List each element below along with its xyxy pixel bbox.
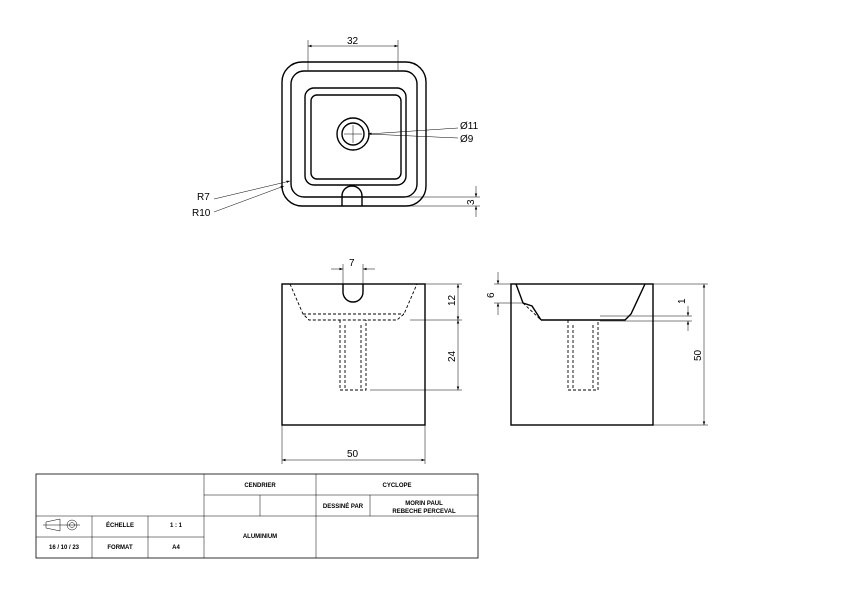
dim-overall-width: 50 [347, 449, 359, 460]
drawn-by-label: DESSINÉ PAR [323, 502, 364, 510]
front-cup-section [289, 283, 418, 321]
cup-outline-outer [304, 87, 407, 186]
side-view: 6 1 50 [486, 272, 708, 426]
dim-radius-outer: R10 [192, 208, 211, 219]
front-slot [342, 284, 364, 303]
format-value: A4 [172, 545, 180, 551]
scale-label: ÉCHELLE [106, 521, 134, 529]
material: ALUMINIUM [243, 534, 277, 540]
side-cup-section [515, 283, 542, 321]
scale-value: 1 : 1 [170, 523, 183, 529]
front-hole [339, 320, 367, 391]
dim-cup-depth: 12 [447, 294, 458, 306]
title-block: CENDRIER CYCLOPE DESSINÉ PAR MORIN PAUL … [35, 473, 479, 559]
projection-symbol-icon [43, 518, 80, 532]
author-1: MORIN PAUL [405, 501, 443, 507]
dim-side-depth: 6 [486, 292, 497, 298]
part-name: CENDRIER [244, 483, 276, 489]
dim-hole-depth: 24 [447, 350, 458, 362]
dim-hole-inner: Ø9 [460, 134, 474, 145]
front-block [281, 283, 426, 426]
project-name: CYCLOPE [382, 483, 411, 489]
hole-inner-circle [341, 122, 365, 146]
front-view: 7 12 24 50 [281, 258, 462, 464]
dim-overall-height: 50 [693, 349, 704, 361]
date: 16 / 10 / 23 [49, 545, 80, 551]
format-label: FORMAT [107, 545, 133, 551]
slot-top [341, 185, 363, 206]
outer-square-inner-edge [290, 70, 418, 198]
dim-hole-outer: Ø11 [460, 121, 479, 132]
side-block [510, 283, 654, 426]
cup-outline-inner [310, 94, 402, 180]
dim-side-step: 1 [677, 298, 688, 304]
author-2: REBECHE PERCEVAL [392, 509, 456, 515]
outer-square [281, 61, 427, 207]
side-hole [567, 320, 599, 391]
dim-radius-inner: R7 [197, 192, 210, 203]
top-view: 32 Ø11 Ø9 R7 R10 3 [192, 36, 480, 219]
dim-slot-width: 7 [349, 258, 355, 269]
dim-top-width: 32 [347, 36, 359, 47]
dim-wall-offset: 3 [466, 199, 477, 205]
